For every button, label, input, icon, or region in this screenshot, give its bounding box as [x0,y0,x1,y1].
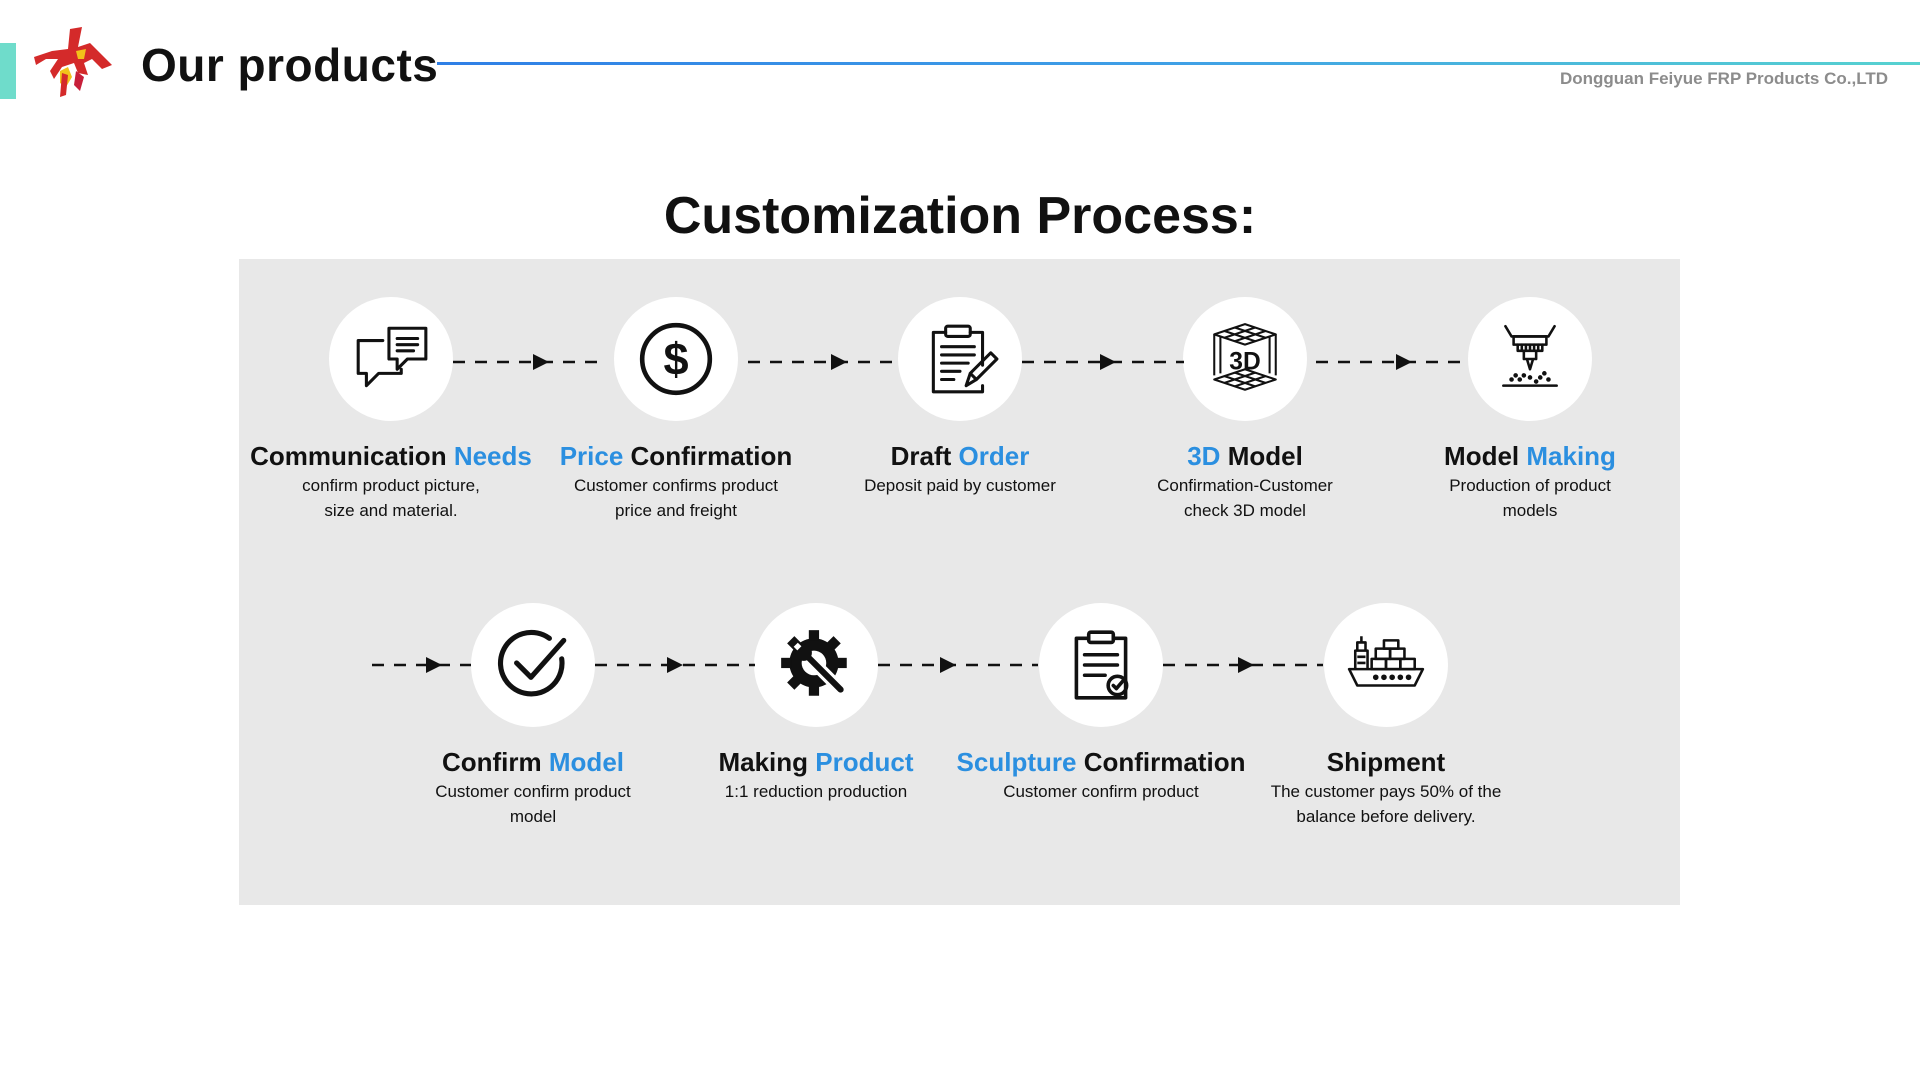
step-description: Customer confirm product model [435,782,631,826]
step-title: Shipment [1326,747,1446,777]
clipboard-check-icon [1039,603,1163,727]
step-description: confirm product picture, size and materi… [302,476,480,520]
step-description: Production of product models [1449,476,1611,520]
arrow-connector [748,352,898,372]
svg-text:$: $ [663,333,688,384]
company-name: Dongguan Feiyue FRP Products Co.,LTD [1559,69,1888,88]
header-divider-line [437,62,1920,65]
step-title: Making Product [718,747,914,777]
step-title: Price Confirmation [559,441,793,471]
step-sculpture-confirmation: Sculpture Confirmation Customer confirm … [951,603,1251,804]
step-price-confirmation: $ Price Confirmation Customer confirms p… [526,297,826,523]
step-shipment: Shipment The customer pays 50% of the ba… [1236,603,1536,829]
step-making-product: Making Product 1:1 reduction production [666,603,966,804]
step-description: Customer confirm product [1003,782,1199,801]
arrow-connector [453,352,601,372]
arrow-connector [595,655,755,675]
cargo-ship-icon [1324,603,1448,727]
step-title: Confirm Model [441,747,624,777]
step-title: Draft Order [890,441,1030,471]
arrow-connector [1316,352,1468,372]
page-title: Our products [141,39,439,91]
step-description: Deposit paid by customer [864,476,1056,495]
step-title: Model Making [1444,441,1616,471]
clipboard-pen-icon [898,297,1022,421]
arrow-connector [1022,352,1184,372]
step-confirm-model: Confirm Model Customer confirm product m… [383,603,683,829]
arrow-connector [1163,655,1323,675]
header-accent-bar [0,43,16,99]
check-circle-icon [471,603,595,727]
step-title: 3D Model [1187,441,1303,471]
arrow-connector [878,655,1038,675]
3d-cube-icon: 3D [1183,297,1307,421]
dollar-icon: $ [614,297,738,421]
step-3d-model: 3D 3D Model Confirmation-Customer check … [1095,297,1395,523]
gear-wrench-icon [754,603,878,727]
step-title: Communication Needs [250,441,532,471]
step-communication-needs: Communication Needs confirm product pict… [241,297,541,523]
step-description: Customer confirms product price and frei… [573,476,779,520]
svg-text:3D: 3D [1229,348,1260,375]
step-model-making: Model Making Production of product model… [1380,297,1680,523]
chat-bubbles-icon [329,297,453,421]
company-logo [32,25,116,101]
step-description: Confirmation-Customer check 3D model [1157,476,1333,520]
step-description: 1:1 reduction production [724,782,908,801]
carving-machine-icon [1468,297,1592,421]
step-title: Sculpture Confirmation [956,747,1246,777]
step-description: The customer pays 50% of the balance bef… [1270,782,1502,826]
step-draft-order: Draft Order Deposit paid by customer [810,297,1110,498]
arrow-connector [372,655,471,675]
process-title: Customization Process: [663,187,1257,245]
